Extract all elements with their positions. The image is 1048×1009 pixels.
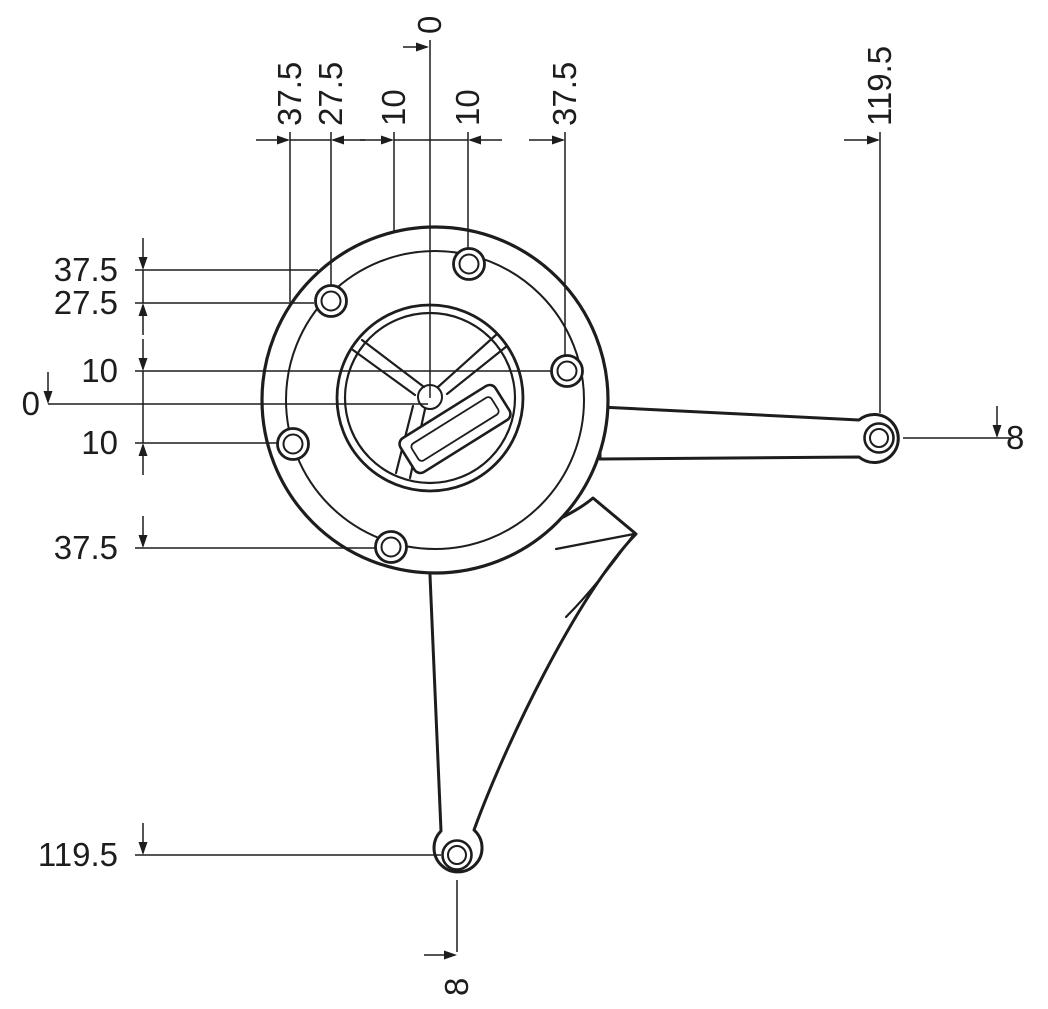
arrow-right-icon — [444, 950, 457, 960]
hub-slot — [398, 383, 512, 475]
dim-left-10-lower: 10 — [81, 424, 277, 475]
dim-top-27-5: 27.5 — [312, 62, 365, 286]
arrow-up-icon — [138, 303, 148, 316]
arrow-down-icon — [138, 257, 148, 270]
dim-top-37-5-left: 37.5 — [256, 62, 308, 302]
dim-top-label-6: 119.5 — [861, 46, 898, 126]
dim-bottom-label-0: 8 — [438, 978, 475, 996]
arrow-down-icon — [43, 391, 53, 404]
dim-left-37-5-lower: 37.5 — [54, 516, 375, 566]
arrow-right-icon — [416, 42, 429, 52]
dim-left-label-1: 27.5 — [54, 284, 118, 321]
dim-top-119-5: 119.5 — [844, 46, 898, 413]
arrow-right-icon — [867, 135, 880, 145]
arrow-right-icon — [381, 135, 394, 145]
arrow-right-icon — [277, 135, 290, 145]
bolt-hole-lower — [374, 530, 408, 564]
dim-left-zero: 0 — [22, 372, 428, 422]
dim-left-27-5: 27.5 — [54, 284, 314, 335]
arrow-left-icon — [331, 135, 344, 145]
hub-spoke-upper-right — [436, 332, 509, 396]
dim-left-119-5: 119.5 — [38, 823, 441, 873]
right-arm-outline — [598, 405, 900, 464]
arrow-up-icon — [138, 443, 148, 456]
dim-left-label-5: 37.5 — [54, 529, 118, 566]
dim-left-label-3: 0 — [22, 385, 40, 422]
dim-top-label-2: 10 — [375, 89, 412, 126]
dim-right-label-0: 8 — [1006, 419, 1024, 456]
dim-left-label-6: 119.5 — [38, 836, 118, 873]
dim-top-label-4: 10 — [449, 89, 486, 126]
hub-slot-outer — [398, 383, 512, 475]
dim-top-zero: 0 — [403, 16, 448, 398]
right-arm-end-hole — [863, 422, 895, 454]
dim-bottom-8: 8 — [424, 880, 475, 996]
dim-top-label-0: 37.5 — [271, 62, 308, 126]
arrow-down-icon — [992, 425, 1002, 438]
bolt-hole-left — [276, 427, 310, 461]
part-view — [260, 225, 900, 874]
flange-inner-circle — [285, 250, 585, 550]
dim-left-label-2: 10 — [81, 352, 118, 389]
arrow-left-icon — [468, 135, 481, 145]
dim-right-8: 8 — [903, 406, 1024, 456]
dim-left-10-upper: 10 — [81, 339, 551, 389]
arrow-down-icon — [138, 358, 148, 371]
hub-slot-inner — [410, 396, 500, 462]
dimension-annotations: 37.5 27.5 10 0 10 37.5 — [22, 16, 1025, 996]
bolt-hole-upper-left — [314, 284, 348, 318]
dim-top-label-5: 37.5 — [546, 62, 583, 126]
hub-spoke-upper-left — [351, 338, 426, 397]
dim-top-10-left: 10 — [360, 89, 412, 232]
dim-top-10-right: 10 — [449, 89, 502, 249]
dim-left-label-4: 10 — [81, 424, 118, 461]
dim-top-label-3: 0 — [411, 16, 448, 34]
dim-left-37-5-upper: 37.5 — [54, 238, 318, 288]
dim-left-label-0: 37.5 — [54, 251, 118, 288]
bolt-hole-right — [550, 354, 584, 388]
dim-top-37-5-right: 37.5 — [529, 62, 583, 357]
bottom-arm-end-hole — [441, 839, 473, 871]
bottom-arm-outline — [427, 496, 638, 874]
dim-top-label-1: 27.5 — [312, 62, 349, 126]
arrow-down-icon — [138, 535, 148, 548]
bottom-arm-web-lines — [554, 532, 636, 619]
arrow-down-icon — [138, 842, 148, 855]
arrow-right-icon — [552, 135, 565, 145]
bolt-hole-top — [452, 247, 486, 281]
